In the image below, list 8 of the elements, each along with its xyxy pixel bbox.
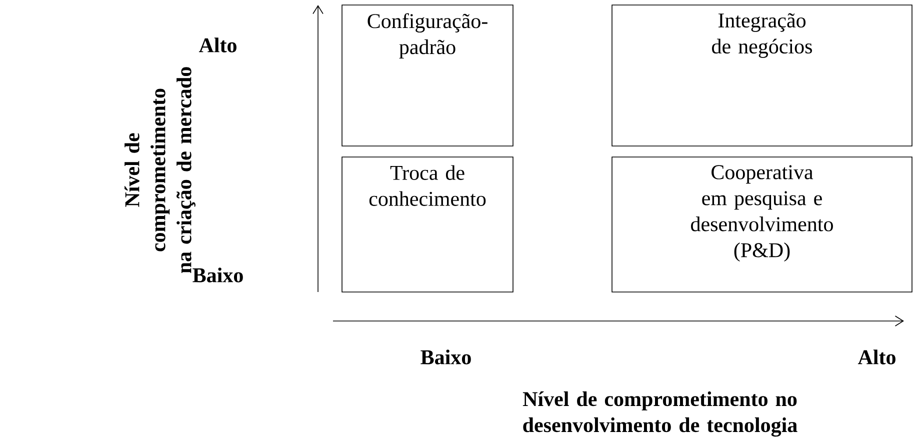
- quadrant-box: Troca de conhecimento: [342, 156, 514, 292]
- axis-label: Alto: [858, 350, 896, 364]
- axis-title: Nível de comprometimento no desenvolvimento de tecnologia: [522, 391, 798, 437]
- quadrant-box: Cooperativa em pesquisa e desenvolvimento (P&D): [612, 156, 912, 292]
- quadrant-box: Integração de negócios: [612, 4, 912, 146]
- axis-label: Baixo: [420, 350, 471, 364]
- axis-label: Alto: [198, 38, 236, 52]
- quadrant-box: Configuração-padrão: [342, 4, 514, 146]
